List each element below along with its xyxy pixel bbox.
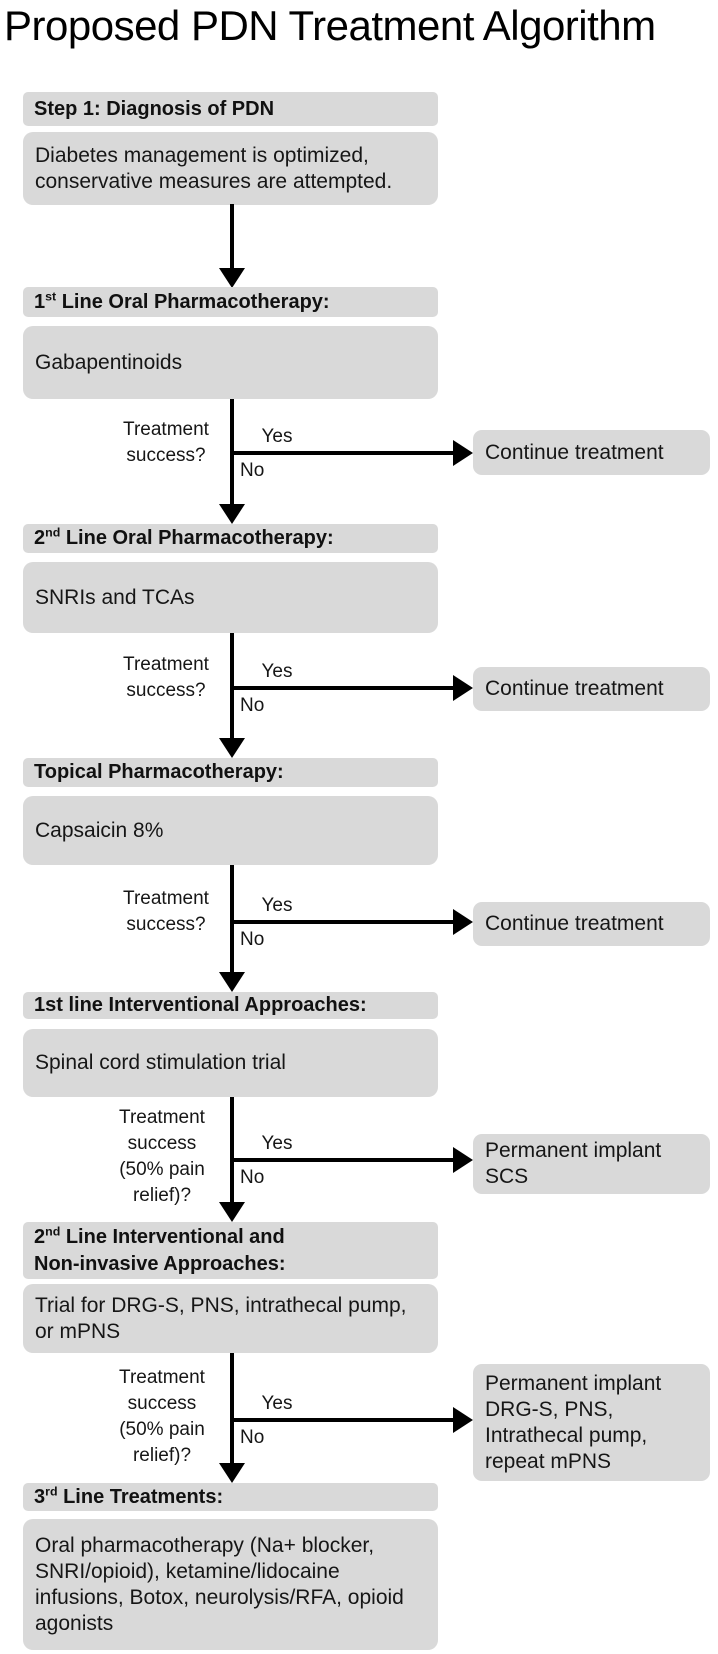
step-header-text: 3rd Line Treatments:: [34, 1483, 224, 1508]
outcome-text: Continue treatment: [485, 912, 664, 935]
arrow-down-icon-2: [219, 504, 245, 524]
arrow-right-icon-2: [453, 675, 473, 701]
arrow-right-icon-5: [453, 1407, 473, 1433]
step-body-text: SNRIs and TCAs: [35, 585, 195, 609]
decision-5-yes-label: Yes: [261, 1393, 293, 1414]
step-body-text: Capsaicin 8%: [35, 818, 164, 842]
decision-1-yes-line: [232, 451, 455, 455]
step-header-text: 2nd Line Interventional and Non-invasive…: [34, 1223, 286, 1275]
decision-3-yes-label: Yes: [261, 895, 293, 916]
outcome-permanent-implant-drgs: Permanent implant DRG-S, PNS, Intratheca…: [473, 1364, 710, 1481]
step-header-first-line-interventional: 1st line Interventional Approaches:: [23, 992, 438, 1019]
step-header-text: Topical Pharmacotherapy:: [34, 761, 284, 783]
step-body-gabapentinoids: Gabapentinoids: [23, 326, 438, 399]
connector-line-1: [230, 204, 234, 268]
arrow-right-icon-4: [453, 1147, 473, 1173]
decision-5-no-label: No: [240, 1427, 265, 1448]
step-body-scs-trial: Spinal cord stimulation trial: [23, 1029, 438, 1097]
connector-line-4: [230, 865, 234, 972]
outcome-text: Continue treatment: [485, 440, 664, 464]
step-header-second-line-oral: 2nd Line Oral Pharmacotherapy:: [23, 524, 438, 553]
step-body-capsaicin: Capsaicin 8%: [23, 796, 438, 865]
decision-5-yes-line: [232, 1418, 455, 1422]
decision-4-question: Treatment success (50% pain relief)?: [119, 1107, 205, 1206]
step-body-text: Trial for DRG-S, PNS, intrathecal pump, …: [35, 1293, 407, 1343]
outcome-continue-treatment-1: Continue treatment: [473, 430, 710, 475]
decision-2-yes-line: [232, 686, 455, 690]
connector-line-6: [230, 1353, 234, 1463]
step-header-topical: Topical Pharmacotherapy:: [23, 758, 438, 787]
step-header-diagnosis: Step 1: Diagnosis of PDN: [23, 92, 438, 126]
decision-3-question: Treatment success?: [123, 888, 209, 935]
step-body-text: Spinal cord stimulation trial: [35, 1051, 286, 1074]
outcome-continue-treatment-2: Continue treatment: [473, 667, 710, 711]
decision-4-yes-label: Yes: [261, 1133, 293, 1154]
arrow-down-icon-6: [219, 1463, 245, 1483]
page-title: Proposed PDN Treatment Algorithm: [4, 2, 656, 49]
decision-4-no-label: No: [240, 1167, 265, 1188]
decision-2-question: Treatment success?: [123, 654, 209, 701]
step-header-text: 1st line Interventional Approaches:: [34, 994, 367, 1016]
step-body-snris-tcas: SNRIs and TCAs: [23, 562, 438, 633]
step-body-text: Oral pharmacotherapy (Na+ blocker, SNRI/…: [35, 1533, 404, 1635]
step-body-text: Diabetes management is optimized, conser…: [35, 143, 393, 193]
step-header-text: 1st Line Oral Pharmacotherapy:: [34, 288, 330, 313]
outcome-permanent-implant-scs: Permanent implant SCS: [473, 1134, 710, 1194]
arrow-right-icon-1: [453, 440, 473, 466]
outcome-text: Continue treatment: [485, 677, 664, 700]
decision-1-question: Treatment success?: [123, 419, 209, 466]
arrow-down-icon-3: [219, 738, 245, 758]
step-body-diagnosis: Diabetes management is optimized, conser…: [23, 132, 438, 205]
outcome-text: Permanent implant SCS: [485, 1139, 662, 1188]
arrow-down-icon-5: [219, 1202, 245, 1222]
step-body-text: Gabapentinoids: [35, 350, 183, 374]
decision-5-question: Treatment success (50% pain relief)?: [119, 1367, 205, 1466]
arrow-down-icon-4: [219, 972, 245, 992]
decision-2-yes-label: Yes: [261, 661, 293, 682]
step-header-text: Step 1: Diagnosis of PDN: [34, 97, 275, 120]
decision-3-no-label: No: [240, 929, 265, 950]
connector-line-5: [230, 1097, 234, 1202]
step-body-drgs-trial: Trial for DRG-S, PNS, intrathecal pump, …: [23, 1284, 438, 1353]
step-header-second-line-interventional: 2nd Line Interventional and Non-invasive…: [23, 1222, 438, 1279]
decision-1-no-label: No: [240, 460, 265, 481]
decision-1-yes-label: Yes: [261, 426, 293, 447]
decision-2-no-label: No: [240, 695, 265, 716]
step-header-third-line: 3rd Line Treatments:: [23, 1483, 438, 1511]
decision-4-yes-line: [232, 1158, 455, 1162]
step-header-first-line-oral: 1st Line Oral Pharmacotherapy:: [23, 287, 438, 317]
step-body-third-line-treatments: Oral pharmacotherapy (Na+ blocker, SNRI/…: [23, 1519, 438, 1650]
arrow-right-icon-3: [453, 909, 473, 935]
step-header-text: 2nd Line Oral Pharmacotherapy:: [34, 525, 334, 549]
outcome-text: Permanent implant DRG-S, PNS, Intratheca…: [485, 1371, 662, 1473]
decision-3-yes-line: [232, 920, 455, 924]
connector-line-3: [230, 633, 234, 738]
arrow-down-icon-1: [219, 268, 245, 288]
outcome-continue-treatment-3: Continue treatment: [473, 902, 710, 946]
